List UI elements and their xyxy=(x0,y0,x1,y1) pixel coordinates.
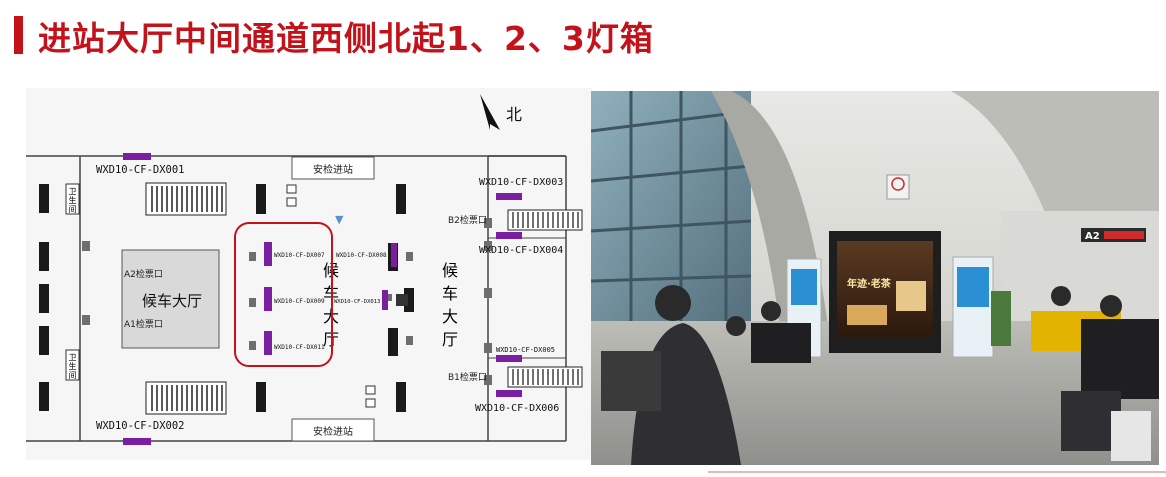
gate-b2-label: B2检票口 xyxy=(448,214,487,226)
ad-label-dx013: WXD10-CF-DX013 xyxy=(334,299,380,305)
ad-label-dx008: WXD10-CF-DX008 xyxy=(336,252,387,259)
hall-v2-char-3: 大 xyxy=(442,307,458,326)
toilet-top xyxy=(65,183,80,215)
kiosk-dark xyxy=(396,294,408,306)
ad-label-dx002: WXD10-CF-DX002 xyxy=(96,420,185,432)
ad-label-dx011: WXD10-CF-DX011 xyxy=(274,344,325,351)
escalator-right-upper xyxy=(507,209,583,231)
station-photo: A2 年迹·老茶 xyxy=(591,91,1159,465)
waiting-hall-box xyxy=(121,249,220,349)
gate-sign-label: A2 xyxy=(1085,231,1100,242)
escalator-top-left xyxy=(145,182,227,216)
ad-label-dx005: WXD10-CF-DX005 xyxy=(496,346,555,354)
lightbox-ad: 年迹·老茶 xyxy=(829,231,941,353)
equipment-markers xyxy=(82,218,492,385)
security-check-bottom xyxy=(291,418,375,442)
ad-label-dx009: WXD10-CF-DX009 xyxy=(274,298,325,305)
hall-center-label: 候车大厅 xyxy=(142,292,202,310)
pillars xyxy=(39,184,414,412)
toilet-bottom-char-3: 间 xyxy=(69,371,77,380)
highlight-box xyxy=(234,222,333,367)
security-bottom-label: 安检进站 xyxy=(313,425,353,438)
lightbox-headline: 年迹·老茶 xyxy=(847,277,892,290)
north-label: 北 xyxy=(506,105,522,124)
gate-a2-label: A2检票口 xyxy=(124,268,163,280)
arrow-down-icon: ▼ xyxy=(335,213,344,226)
toilet-bottom-char-1: 卫 xyxy=(69,353,77,362)
hall-v2-char-1: 候 xyxy=(442,261,458,280)
toilet-top-char-1: 卫 xyxy=(69,187,77,196)
title-accent-bar xyxy=(14,16,23,54)
floor-plan: 北 安检进站 安检进站 xyxy=(26,88,592,460)
ad-label-dx001: WXD10-CF-DX001 xyxy=(96,164,185,176)
toilet-top-char-3: 间 xyxy=(69,205,77,214)
security-check-top xyxy=(291,156,375,180)
kiosk-icons xyxy=(286,184,376,408)
toilet-bottom-char-2: 生 xyxy=(69,361,77,371)
ad-label-dx006: WXD10-CF-DX006 xyxy=(475,403,559,414)
station-photo-drawing: A2 年迹·老茶 xyxy=(591,91,1159,465)
gate-a1-label: A1检票口 xyxy=(124,318,163,330)
page-title: 进站大厅中间通道西侧北起1、2、3灯箱 xyxy=(38,19,654,58)
floor-plan-drawing: 北 安检进站 安检进站 xyxy=(26,94,583,445)
escalator-right-lower xyxy=(507,366,583,388)
toilet-top-char-2: 生 xyxy=(69,195,77,205)
passenger-crowd xyxy=(601,285,1159,465)
north-arrow-icon xyxy=(480,94,500,130)
ad-label-dx007: WXD10-CF-DX007 xyxy=(274,252,325,259)
toilet-bottom xyxy=(65,349,80,381)
escalator-bottom-left xyxy=(145,381,227,415)
ad-label-dx004: WXD10-CF-DX004 xyxy=(479,245,563,256)
ad-label-dx003: WXD10-CF-DX003 xyxy=(479,177,563,188)
hall-v2-char-2: 车 xyxy=(442,284,458,303)
gate-b1-label: B1检票口 xyxy=(448,371,487,383)
ad-slots xyxy=(123,153,522,445)
security-top-label: 安检进站 xyxy=(313,163,353,176)
footer-rule xyxy=(708,471,1166,473)
hall-v2-char-4: 厅 xyxy=(442,330,458,349)
